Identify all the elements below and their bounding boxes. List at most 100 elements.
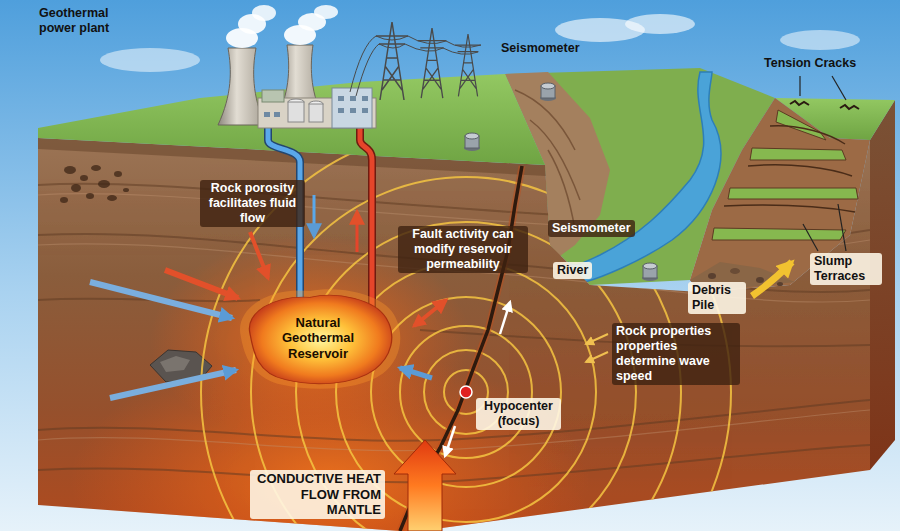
tension-cracks-part [840, 105, 859, 109]
landslide-slope-part [712, 110, 858, 240]
porous-rock-part [64, 166, 76, 174]
leader-lines-part [838, 204, 846, 251]
porous-rock-part [86, 193, 94, 199]
fault-line-part [445, 426, 455, 456]
block-side-face [870, 100, 895, 470]
callout-label: Hypocenter (focus) [476, 398, 561, 430]
power-plant-part-part [350, 108, 356, 113]
callout-label: Slump Terraces [810, 253, 882, 285]
leader-lines [800, 76, 846, 251]
callout-label: Tension Cracks [760, 55, 860, 72]
power-plant-part [314, 5, 338, 19]
sky-part [625, 14, 695, 34]
fault-line-part [500, 302, 510, 334]
power-plant-part-part [350, 96, 356, 101]
power-plant-part [288, 102, 304, 122]
transmission-towers-part [356, 44, 478, 96]
landslide-slope-part-part [748, 165, 852, 176]
sky-part [100, 48, 200, 72]
seismometer-icon-part-part [541, 83, 555, 89]
callout-label-box: Slump Terraces [810, 253, 882, 285]
region-label: Natural Geothermal Reservoir [272, 315, 364, 362]
callout-label-box: Hypocenter (focus) [476, 398, 561, 430]
callout-label: Geothermal power plant [35, 5, 130, 37]
fluid-arrows-part [586, 352, 608, 362]
porous-rock-part [91, 165, 101, 171]
transmission-towers-part [350, 36, 481, 92]
porous-rock-part [71, 184, 81, 192]
transmission-towers [350, 22, 481, 100]
callout-label-box: Seismometer [548, 220, 643, 237]
seismometer-icon-part [642, 263, 658, 281]
porous-rock-part [114, 171, 122, 177]
transmission-towers-part [376, 22, 408, 100]
callout-label: Seismometer [497, 40, 584, 57]
porous-rock-part [60, 197, 68, 203]
landslide-slope-part-part [724, 205, 855, 212]
rock-lump-part [160, 356, 190, 372]
river [568, 72, 721, 282]
hypocenter-dot-part [460, 386, 472, 398]
sky-part [780, 30, 860, 50]
seismic-waves-part [371, 297, 561, 487]
callout-label-box: Tension Cracks [760, 55, 880, 72]
landslide-slope-part-part [728, 188, 858, 199]
porous-rock-part [98, 180, 110, 188]
block-front-face [38, 138, 870, 531]
tension-cracks [790, 101, 859, 109]
power-plant-part [332, 88, 372, 128]
debris-pile-part [730, 268, 740, 274]
power-plant-part-part [362, 108, 368, 113]
fluid-arrows-part [586, 334, 608, 344]
landslide-slope-part-part [770, 126, 845, 144]
porous-rock-part [123, 188, 129, 192]
debris-pile-part [777, 282, 783, 286]
node-text-group: Natural Geothermal Reservoir [272, 315, 364, 362]
reservoir-glow [240, 289, 400, 388]
river-part [568, 72, 721, 282]
leader-lines-part [799, 76, 800, 96]
seismometer-icon-part [464, 133, 480, 151]
landslide-slope-part [724, 126, 855, 212]
reservoir-region: Natural Geothermal Reservoir [237, 287, 399, 390]
pipes-part [313, 195, 316, 236]
landslide-slope-part-part [776, 110, 826, 140]
fluid-arrows-part [110, 370, 236, 398]
power-plant-part-part [274, 112, 280, 117]
landslide-slope-part-part [750, 148, 846, 160]
block-front-face-part-part [38, 184, 870, 483]
fluid-arrows-part [250, 232, 268, 278]
transmission-towers-part-part [376, 22, 408, 100]
porous-rock-part [80, 175, 88, 181]
debris-pile-part [756, 277, 764, 283]
callout-label-box: Geothermal power plant [35, 5, 130, 37]
fluid-arrows-part [414, 300, 446, 326]
power-plant-part-part [264, 112, 270, 117]
seismic-waves-part [400, 326, 532, 458]
pipes-part [360, 126, 372, 312]
power-plant-part [309, 104, 323, 122]
transmission-towers-part [418, 28, 447, 98]
debris-pile-part [708, 273, 716, 279]
fluid-arrows-part [752, 262, 792, 296]
fluid-arrows-part [400, 368, 432, 378]
reservoir-outline [249, 295, 391, 383]
block-front-face-part [38, 138, 870, 531]
transmission-towers-part [455, 34, 481, 96]
callout-label-box: Rock porosity facilitates fluid flow [200, 180, 305, 227]
porous-rock-part [107, 195, 117, 201]
seismometer-icon-part-part [465, 133, 479, 139]
porous-rock [60, 165, 129, 203]
power-plant-part [252, 5, 276, 21]
callout-label-box: CONDUCTIVE HEAT FLOW FROM MANTLE [250, 470, 385, 519]
power-plant-part [262, 90, 284, 102]
transmission-towers-part-part [455, 34, 481, 96]
fluid-arrows-part [165, 270, 238, 298]
power-plant-part-part [362, 96, 368, 101]
power-plant [218, 5, 376, 128]
pipes-part [360, 126, 372, 312]
seismometer-icon-part-part [643, 263, 657, 269]
callout-label-box: River [553, 262, 603, 279]
callout-label: Debris Pile [688, 282, 746, 314]
